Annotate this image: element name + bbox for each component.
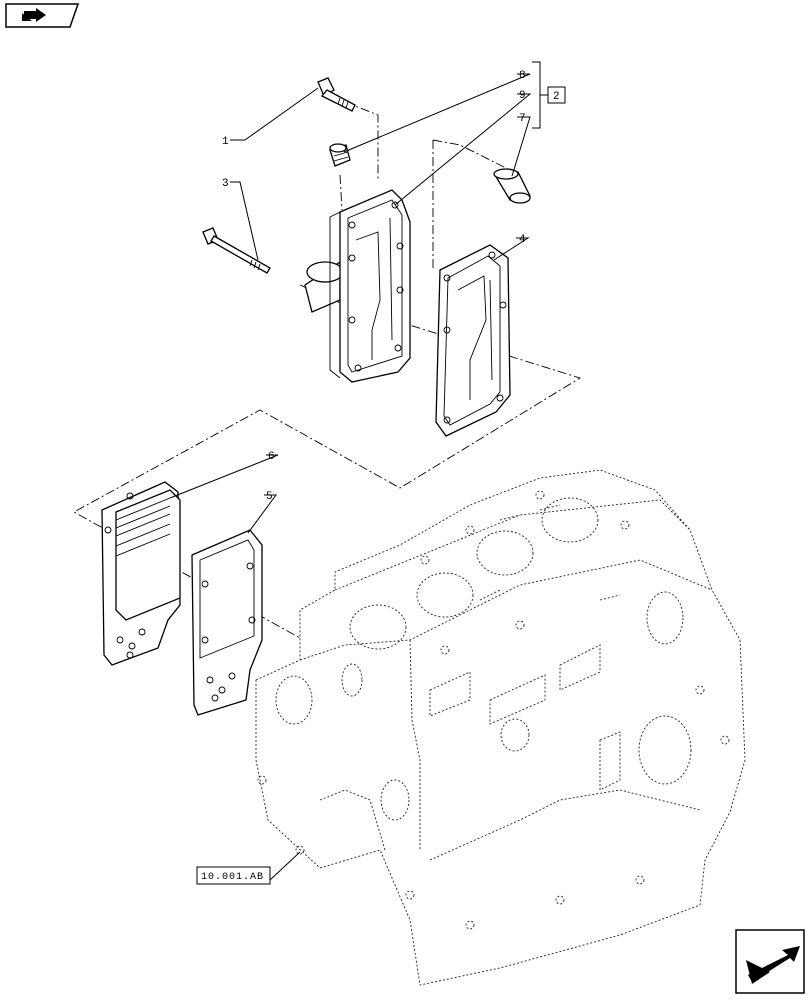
callout-2-box[interactable]: 2 bbox=[547, 86, 566, 104]
callout-8: 8 bbox=[519, 70, 526, 82]
book-arrow-icon[interactable] bbox=[5, 3, 80, 28]
callout-1: 1 bbox=[222, 136, 229, 148]
callout-4: 4 bbox=[519, 234, 526, 246]
part-6-oil-cooler-plate bbox=[101, 481, 181, 666]
callout-labels: 1 3 8 9 7 4 6 5 2 bbox=[222, 70, 566, 503]
callout-7: 7 bbox=[519, 113, 526, 125]
callout-5: 5 bbox=[266, 491, 273, 503]
engine-block-outline bbox=[255, 469, 746, 986]
part-5-cooler-gasket bbox=[191, 529, 263, 716]
part-4-gasket bbox=[435, 244, 511, 437]
part-1-bolt bbox=[317, 77, 356, 112]
callout-9: 9 bbox=[519, 90, 526, 102]
oil-cooler-cover-housing bbox=[304, 189, 411, 383]
leader-lines bbox=[169, 61, 548, 881]
callout-3: 3 bbox=[222, 178, 229, 190]
part-3-long-bolt bbox=[202, 227, 271, 274]
part-8-9-plug bbox=[329, 143, 351, 167]
reference-label: 10.001.AB bbox=[201, 872, 264, 883]
callout-2: 2 bbox=[553, 91, 560, 103]
part-7-sleeve bbox=[493, 168, 531, 204]
reference-link-box[interactable]: 10.001.AB bbox=[196, 866, 271, 885]
callout-6: 6 bbox=[268, 451, 275, 463]
next-page-arrow-icon[interactable] bbox=[735, 929, 805, 994]
assembly-centerlines bbox=[73, 101, 582, 639]
